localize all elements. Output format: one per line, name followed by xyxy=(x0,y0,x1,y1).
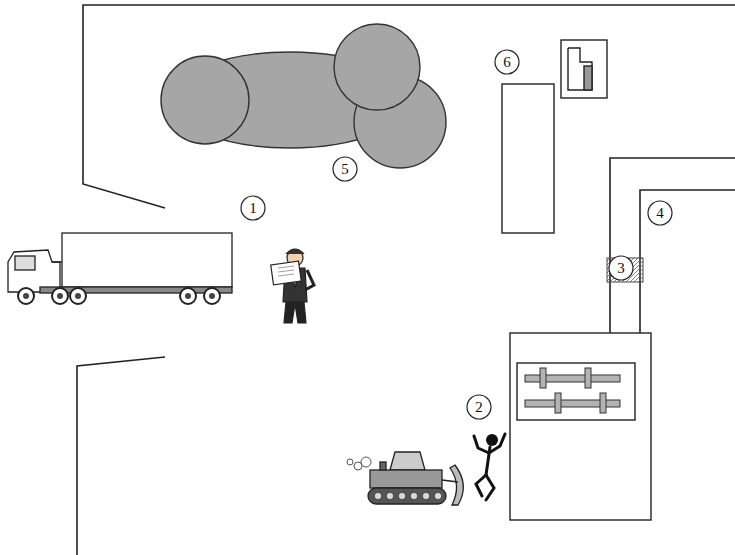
bulldozer xyxy=(347,452,463,505)
callout-circle: 2 xyxy=(466,394,492,420)
office-block xyxy=(502,40,607,233)
callout-number: 4 xyxy=(656,206,664,221)
callout-circle: 1 xyxy=(240,195,266,221)
callout-circle: 6 xyxy=(494,49,520,75)
truck xyxy=(8,233,232,304)
callout-circle: 3 xyxy=(608,255,634,281)
callout-number: 3 xyxy=(617,261,625,276)
callout-number: 6 xyxy=(503,55,511,70)
callout-number: 1 xyxy=(249,201,257,216)
storage-pile xyxy=(161,24,446,168)
plant-building xyxy=(510,333,651,520)
callout-circle: 5 xyxy=(332,156,358,182)
inspector-figure xyxy=(271,249,314,323)
callout-number: 2 xyxy=(475,400,483,415)
fleeing-worker xyxy=(474,434,505,500)
callout-number: 5 xyxy=(341,162,349,177)
callout-circle: 4 xyxy=(647,200,673,226)
